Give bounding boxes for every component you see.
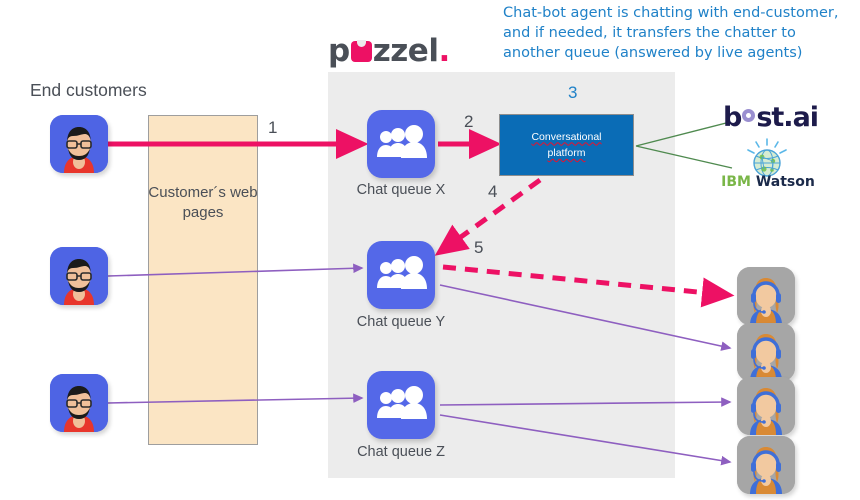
flow-customer2-to-queue-y xyxy=(107,263,364,277)
boost-ring-o-icon xyxy=(742,109,756,122)
agent-headset-icon xyxy=(737,267,795,325)
ibm-watson-wordmark: IBM Watson xyxy=(718,175,818,189)
chat-queue-z-tile[interactable] xyxy=(367,371,435,439)
boost-ai-logo: b st.ai xyxy=(723,102,819,133)
end-customer-avatar-2 xyxy=(50,247,108,305)
customer-face-icon xyxy=(50,247,108,305)
chat-queue-x-label: Chat queue X xyxy=(356,182,446,198)
flow-queue-y-to-agent-2 xyxy=(439,284,732,351)
step-number-5: 5 xyxy=(474,238,484,257)
live-agent-avatar-2 xyxy=(737,323,795,381)
live-agent-avatar-1 xyxy=(737,267,795,325)
end-customer-avatar-3 xyxy=(50,374,108,432)
chat-queue-x-tile[interactable] xyxy=(367,110,435,178)
step-number-1: 1 xyxy=(268,118,278,137)
flow-queue-z-to-agent-4 xyxy=(439,414,732,466)
step-number-4: 4 xyxy=(488,182,498,201)
boost-logo-b: b xyxy=(723,102,742,133)
agent-headset-icon xyxy=(737,436,795,494)
flow-5-queue-y-to-agent xyxy=(442,264,735,308)
group-users-icon xyxy=(377,386,427,419)
chat-queue-z-label: Chat queue Z xyxy=(357,444,445,460)
conversational-platform-box[interactable]: Conversational platform xyxy=(499,114,634,176)
customer-web-pages-label: Customer´s web pages xyxy=(148,184,258,222)
customer-face-icon xyxy=(50,374,108,432)
group-users-icon xyxy=(377,256,427,289)
logo-letter-p: p xyxy=(328,32,350,69)
flow-customer3-to-queue-z xyxy=(107,393,364,404)
logo-dot: . xyxy=(438,32,450,69)
end-customers-label: End customers xyxy=(30,80,147,100)
globe-icon xyxy=(747,138,787,177)
agent-headset-icon xyxy=(737,323,795,381)
watson-word: Watson xyxy=(750,174,815,190)
step-number-2: 2 xyxy=(464,112,474,131)
group-users-icon xyxy=(377,125,427,158)
ibm-word: IBM xyxy=(721,174,751,190)
live-agent-avatar-4 xyxy=(737,436,795,494)
agent-headset-icon xyxy=(737,377,795,435)
flow-queue-z-to-agent-3 xyxy=(439,397,732,407)
logo-puzzle-u-icon xyxy=(350,39,372,62)
annotation-text: Chat-bot agent is chatting with end-cust… xyxy=(503,5,839,61)
logo-letters-zzel: zzel xyxy=(372,32,439,69)
end-customer-avatar-1 xyxy=(50,115,108,173)
platform-to-watson-line xyxy=(635,145,733,169)
conversational-platform-label: Conversational platform xyxy=(531,129,601,162)
customer-face-icon xyxy=(50,115,108,173)
platform-line-2: platform xyxy=(547,147,586,159)
step-number-3: 3 xyxy=(568,83,578,102)
platform-to-boost-line xyxy=(635,121,731,147)
live-agent-avatar-3 xyxy=(737,377,795,435)
boost-logo-rest: st.ai xyxy=(756,102,819,133)
chat-queue-y-tile[interactable] xyxy=(367,241,435,309)
chat-queue-y-label: Chat queue Y xyxy=(356,314,446,330)
customer-web-pages-box xyxy=(148,115,258,445)
platform-line-1: Conversational xyxy=(531,130,602,143)
ibm-watson-logo xyxy=(743,138,791,183)
